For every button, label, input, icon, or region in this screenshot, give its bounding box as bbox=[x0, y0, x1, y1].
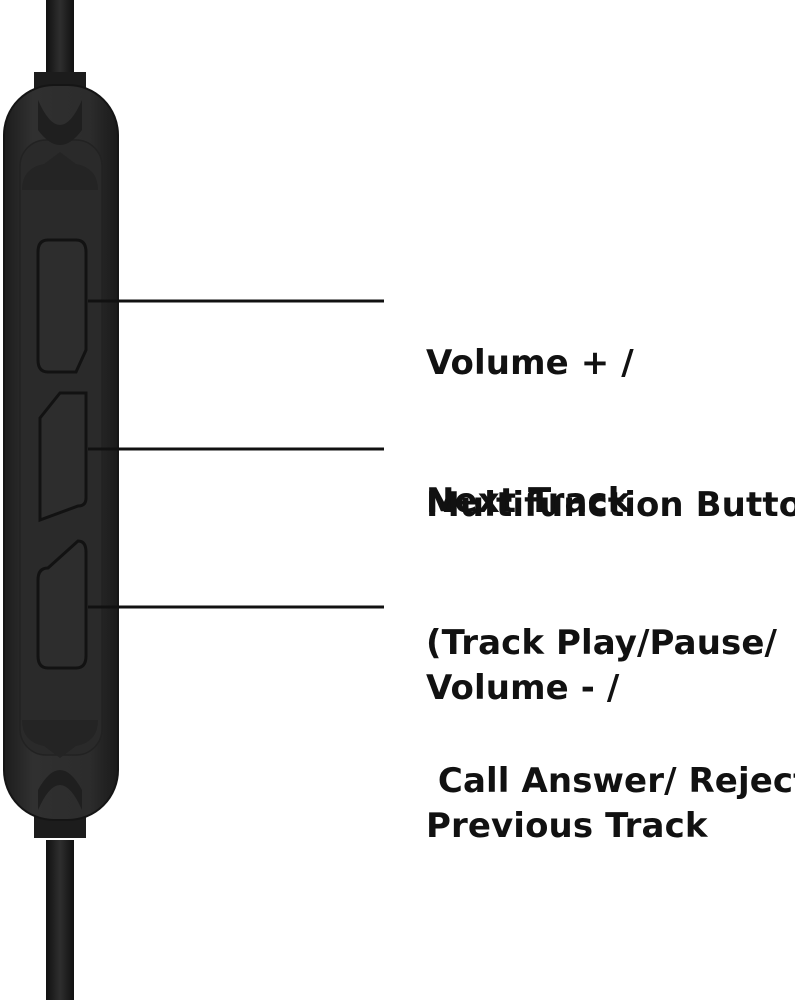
callout-multifunction-line-2: (Track Play/Pause/ bbox=[426, 623, 778, 663]
callout-volume-up-line-1: Volume + / bbox=[426, 343, 634, 383]
callout-multifunction: Multifunction Button (Track Play/Pause/ … bbox=[426, 390, 795, 896]
multifunction-button[interactable] bbox=[38, 391, 88, 523]
callout-volume-up-line-2: Next Track bbox=[426, 481, 631, 521]
cable-bottom bbox=[46, 840, 74, 1000]
callout-volume-down-line-1: Volume - / bbox=[426, 668, 620, 708]
top-cap-detail bbox=[22, 152, 98, 190]
callout-volume-down-line-2: Previous Track bbox=[426, 806, 708, 846]
callout-multifunction-line-3: Call Answer/ Reject) bbox=[426, 761, 795, 801]
top-cable-entry bbox=[38, 100, 82, 145]
callout-volume-up: Volume + / Next Track bbox=[426, 248, 634, 616]
bottom-cable-entry bbox=[38, 770, 82, 810]
callout-multifunction-line-1: Multifunction Button bbox=[426, 485, 795, 525]
callout-volume-down: Volume - / Previous Track bbox=[426, 573, 708, 941]
volume-down-button[interactable] bbox=[36, 539, 88, 670]
volume-up-button[interactable] bbox=[36, 238, 88, 374]
bottom-cap-detail bbox=[22, 720, 98, 758]
